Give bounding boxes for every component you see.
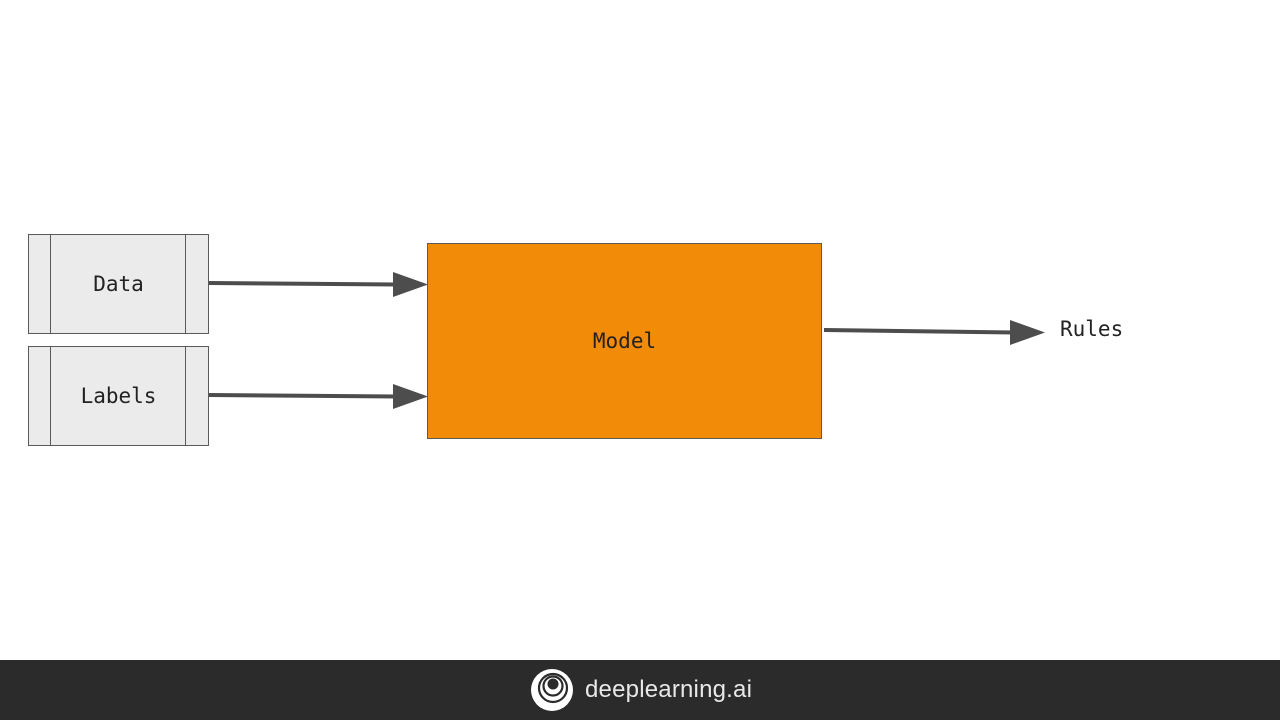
arrow-data-to-model: [208, 272, 428, 297]
brand-name: deeplearning.ai: [585, 676, 753, 703]
labels-label: Labels: [80, 384, 157, 408]
data-label: Data: [93, 272, 144, 296]
data-input-block: Data: [28, 234, 209, 334]
deeplearning-logo-icon: [531, 669, 573, 711]
diagram-canvas: Data Labels Model Rules: [28, 234, 1124, 446]
brand: deeplearning.ai: [531, 669, 752, 711]
model-block: Model: [427, 243, 822, 439]
arrow-model-to-rules: [823, 320, 1045, 345]
labels-block-right-divider: [185, 347, 186, 445]
arrow-labels-to-model: [208, 384, 428, 409]
model-label: Model: [592, 329, 657, 353]
rules-label: Rules: [1060, 317, 1124, 341]
labels-block-left-divider: [50, 347, 51, 445]
labels-input-block: Labels: [28, 346, 209, 446]
data-block-right-divider: [185, 235, 186, 333]
data-block-left-divider: [50, 235, 51, 333]
footer-bar: deeplearning.ai: [0, 660, 1280, 720]
